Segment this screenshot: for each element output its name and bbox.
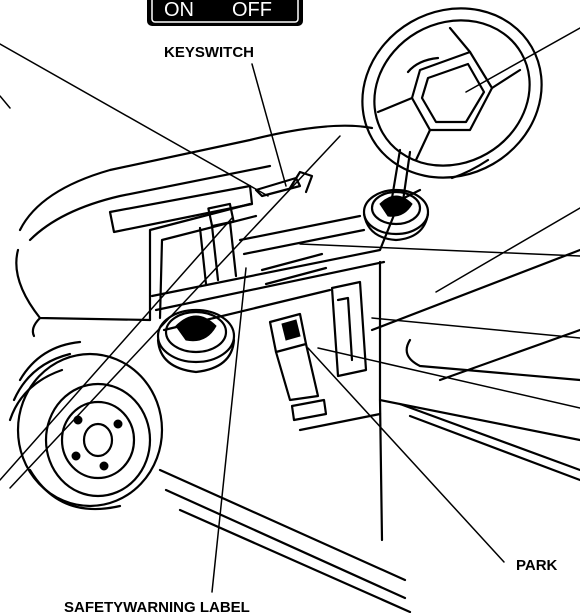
switch-off-label: OFF	[232, 0, 272, 21]
cup-holder-left	[156, 308, 236, 374]
keyswitch-badge: ON OFF	[147, 0, 303, 26]
cart-body	[15, 124, 422, 338]
safety-warning-label: SAFETYWARNING LABEL	[64, 599, 250, 613]
steering-wheel	[361, 7, 543, 212]
cup-holder-right	[362, 188, 430, 242]
keyswitch-label: KEYSWITCH	[164, 44, 254, 61]
pedal-accelerator	[330, 280, 368, 378]
park-label: PARK	[516, 557, 558, 574]
callout-lines	[0, 27, 580, 593]
floor-and-frame	[158, 248, 580, 613]
pedal-park-brake	[268, 312, 328, 422]
switch-on-label: ON	[164, 0, 194, 21]
front-wheel	[8, 340, 164, 511]
